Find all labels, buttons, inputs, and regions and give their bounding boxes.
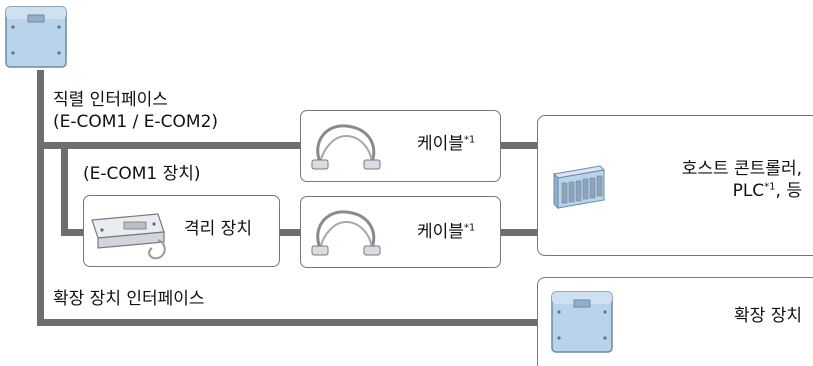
ecom1-device-label: (E-COM1 장치) [83, 164, 201, 184]
host-controller-label-line2: PLC*1, 등 [732, 181, 802, 201]
wiring [37, 70, 538, 326]
trunk-line [37, 70, 44, 326]
expansion-device-label: 확장 장치 [734, 306, 802, 326]
host-controller-label-line1: 호스트 콘트롤러, [681, 159, 802, 179]
serial-line-top [37, 142, 300, 149]
host-controller-label: 호스트 콘트롤러, PLC*1, 등 [682, 158, 802, 202]
isolator-to-cable [278, 229, 300, 236]
serial-interface-label-line2: (E-COM1 / E-COM2) [53, 112, 219, 132]
expansion-interface-label: 확장 장치 인터페이스 [53, 289, 205, 309]
serial-line-top-host [500, 142, 537, 149]
host-controller-box: 호스트 콘트롤러, PLC*1, 등 [537, 115, 813, 256]
branch-to-isolator [61, 229, 83, 236]
plc-icon [552, 165, 606, 210]
branch-line [61, 142, 68, 236]
expansion-unit-icon [551, 291, 613, 353]
cable-bottom-label: 케이블*1 [417, 222, 476, 242]
serial-cable-icon [311, 124, 381, 170]
main-unit-icon [4, 5, 68, 69]
serial-cable-icon [311, 210, 381, 256]
cable-box-top: 케이블*1 [300, 110, 501, 182]
isolation-device-label: 격리 장치 [184, 219, 252, 239]
cable-to-host [500, 229, 537, 236]
isolation-unit-icon [91, 213, 166, 260]
expansion-device-box: 확장 장치 [537, 277, 813, 366]
serial-interface-label: 직렬 인터페이스 (E-COM1 / E-COM2) [53, 89, 218, 133]
cable-top-label: 케이블*1 [417, 134, 476, 154]
cable-box-bottom: 케이블*1 [300, 196, 501, 268]
isolation-device-box: 격리 장치 [83, 195, 280, 267]
serial-interface-label-line1: 직렬 인터페이스 [53, 90, 168, 110]
expansion-line [37, 319, 538, 326]
